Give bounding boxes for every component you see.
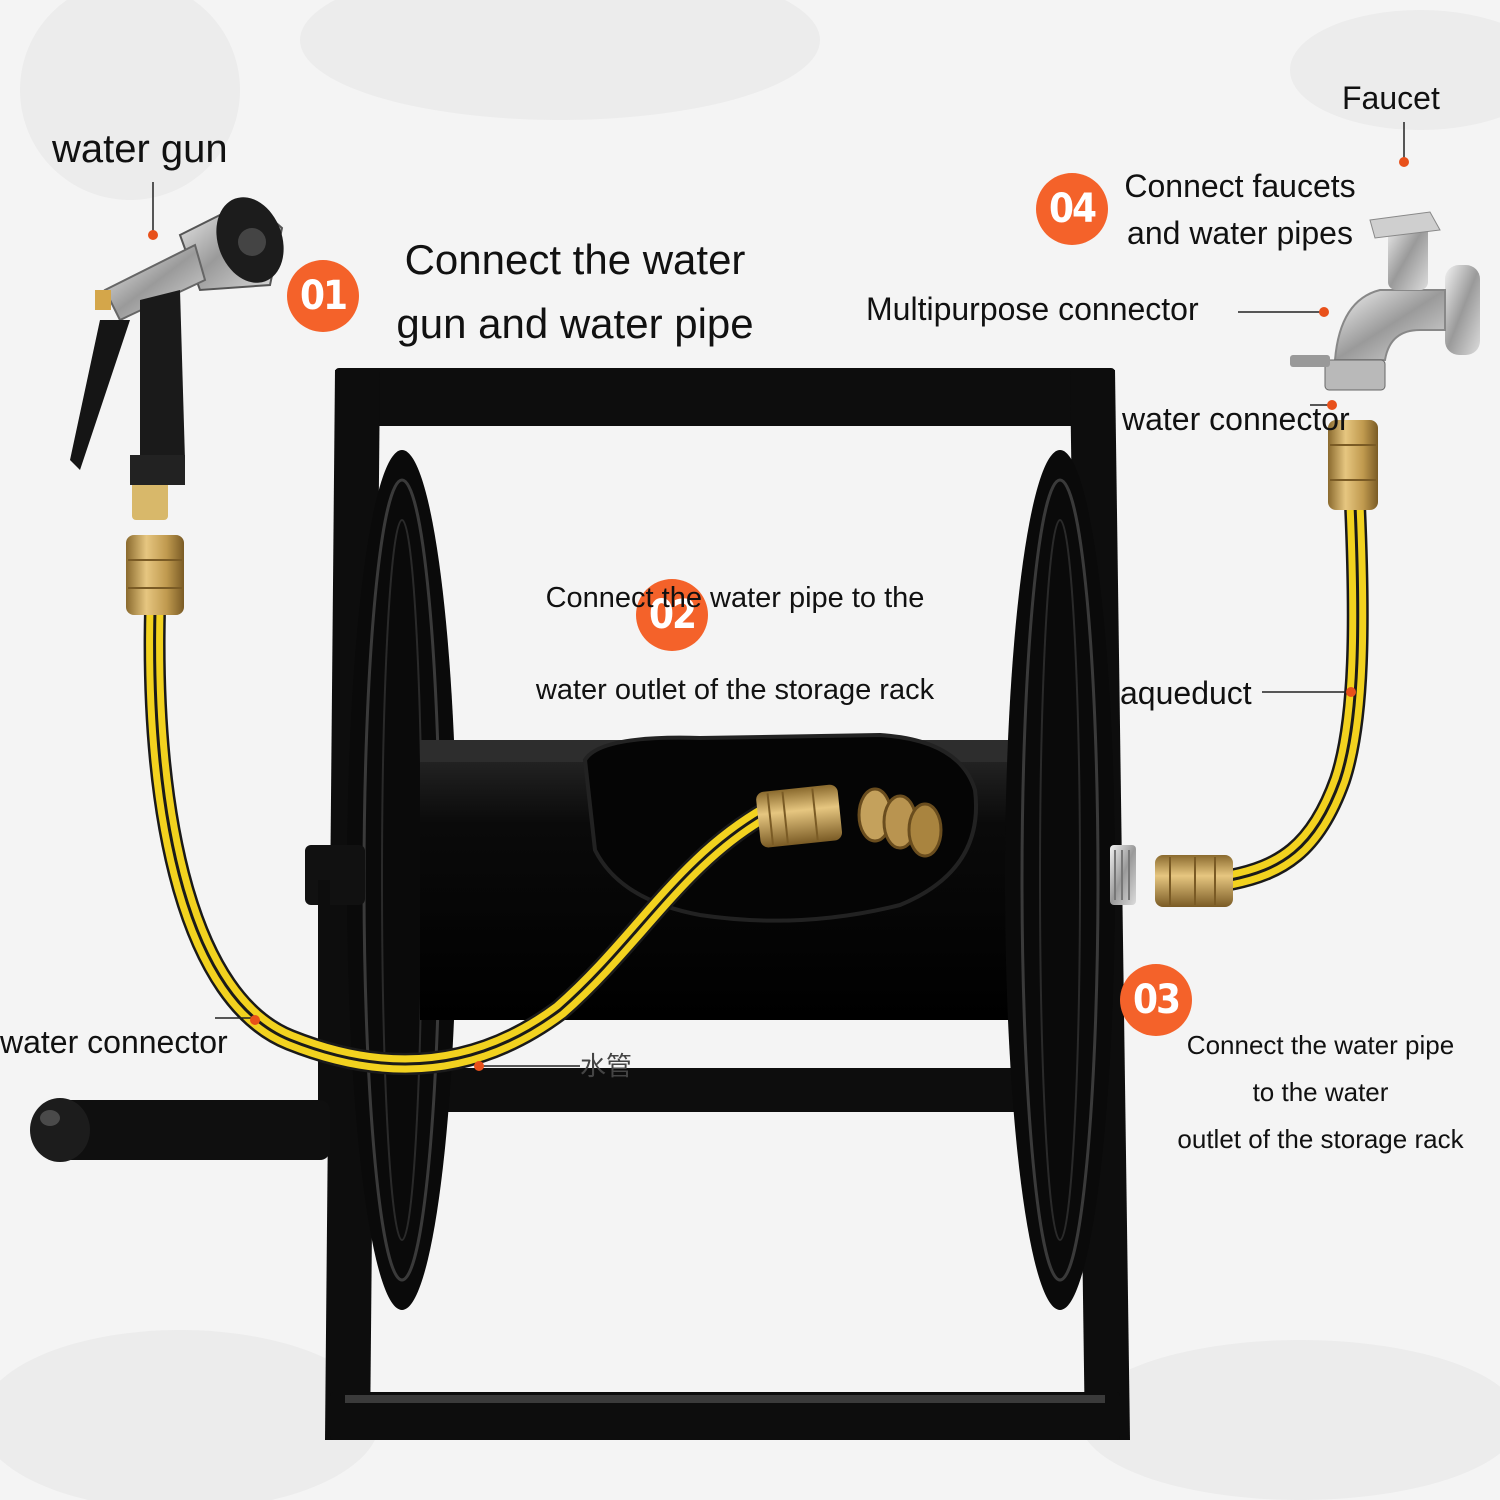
step-02-line-2: water outlet of the storage rack: [535, 674, 935, 706]
step-02-text: Connect the water pipe to the water outl…: [490, 552, 980, 736]
step-04-text: Connect faucets and water pipes: [1100, 163, 1380, 257]
step-03-line-2: to the water: [1252, 1077, 1389, 1107]
step-01-line-1: Connect the water: [404, 236, 746, 283]
step-01-line-2: gun and water pipe: [396, 300, 754, 347]
label-chinese-pipe: 水管: [580, 1052, 633, 1082]
faucet-brass-fitting: [1328, 420, 1378, 510]
crank-handle: [30, 845, 365, 1162]
step-04-line-1: Connect faucets: [1124, 168, 1356, 204]
drum-outlet-thread: [857, 787, 943, 858]
label-multipurpose-connector: Multipurpose connector: [866, 291, 1199, 327]
leader-dots: [148, 157, 1409, 1071]
step-badge-04: 04: [1036, 173, 1108, 245]
label-aqueduct: aqueduct: [1120, 675, 1252, 711]
reel-drum: [420, 732, 1060, 1020]
step-badge-02: 02: [636, 579, 708, 651]
lower-cross-bar: [380, 1068, 1040, 1112]
label-water-connector-right: water connector: [1122, 401, 1350, 437]
step-02-line-1: Connect the water pipe to the: [545, 582, 925, 614]
step-badge-03: 03: [1120, 964, 1192, 1036]
label-water-connector-left: water connector: [0, 1024, 228, 1060]
gun-brass-fitting: [126, 480, 184, 615]
outlet-brass-fitting: [1155, 855, 1233, 907]
top-handle-bar: [335, 368, 1115, 426]
step-03-line-1: Connect the water pipe: [1186, 1030, 1455, 1060]
leader-lines: [152, 122, 1405, 1067]
right-reel-disc: [1005, 450, 1115, 1310]
step-04-line-2: and water pipes: [1127, 215, 1353, 251]
step-badge-01: 01: [287, 260, 359, 332]
bottom-base-bar: [330, 1392, 1120, 1440]
step-01-text: Connect the water gun and water pipe: [370, 228, 780, 356]
step-03-text: Connect the water pipe to the water outl…: [1148, 1022, 1493, 1163]
right-hose: [1219, 494, 1369, 891]
label-faucet: Faucet: [1342, 80, 1440, 116]
drum-brass-fitting: [756, 784, 843, 848]
outlet-thread-fitting: [1110, 845, 1136, 905]
left-hose: [143, 599, 781, 1075]
step-03-line-3: outlet of the storage rack: [1177, 1124, 1464, 1154]
faucet-illustration: [1290, 211, 1480, 391]
water-gun-illustration: [70, 197, 284, 485]
label-water-gun: water gun: [52, 127, 228, 171]
